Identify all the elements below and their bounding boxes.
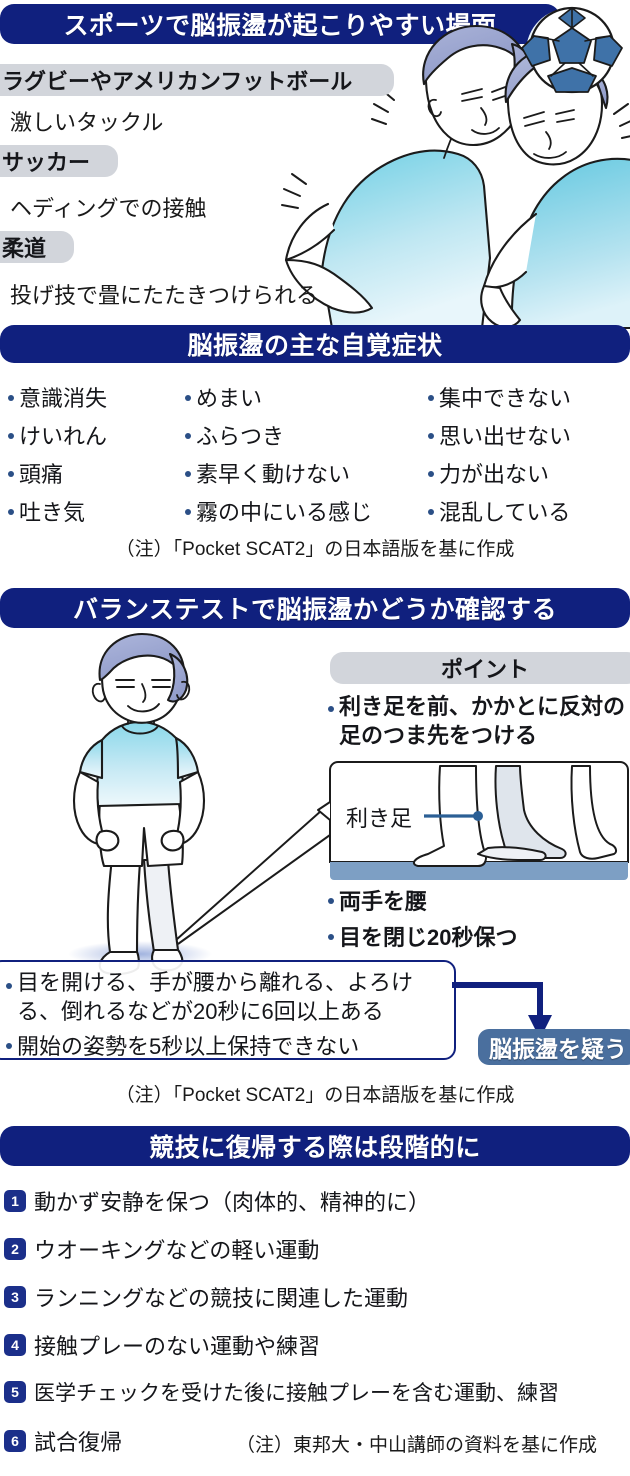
two-players-head-collision-illustration [276, 6, 630, 330]
sport-detail-soccer: ヘディングでの接触 [10, 196, 207, 221]
bullet-dot [8, 470, 14, 477]
bullet-dot [185, 470, 191, 477]
step-number-badge: 1 [4, 1190, 26, 1212]
symptom-label: けいれん [19, 424, 108, 449]
balance-point-label: 目を閉じ20秒保つ [339, 925, 518, 950]
section-4-header: 競技に復帰する際は段階的に [0, 1126, 630, 1166]
section-1-title: スポーツで脳振盪が起こりやすい場面 [63, 12, 497, 40]
result-badge-label: 脳振盪を疑う [489, 1036, 627, 1062]
symptom-item: 混乱している [428, 495, 570, 527]
return-step-2: 2 ウオーキングなどの軽い運動 [4, 1233, 319, 1265]
step-number-badge: 2 [4, 1238, 26, 1260]
symptom-label: めまい [196, 386, 263, 411]
balance-point-label: 両手を腰 [339, 889, 428, 914]
step-label: ランニングなどの競技に関連した運動 [34, 1286, 409, 1311]
balance-point-item: 両手を腰 [328, 884, 427, 916]
step-number-badge: 6 [4, 1430, 26, 1452]
step-number-badge: 3 [4, 1286, 26, 1308]
symptom-item: 力が出ない [428, 457, 549, 489]
balance-point-label: 利き足を前、かかとに反対の足のつま先をつける [339, 694, 626, 749]
bullet-dot [8, 394, 14, 401]
return-step-3: 3 ランニングなどの競技に関連した運動 [4, 1281, 408, 1313]
bullet-dot [428, 432, 434, 439]
step-label: ウオーキングなどの軽い運動 [34, 1238, 320, 1263]
symptom-label: 混乱している [439, 500, 571, 525]
sport-pill-judo: 柔道 [0, 231, 74, 263]
return-step-6: 6 試合復帰 [4, 1425, 122, 1457]
sport-pill-soccer-label: サッカー [2, 150, 91, 175]
step-label: 動かず安静を保つ（肉体的、精神的に） [34, 1190, 431, 1215]
person-hands-on-hips-illustration [40, 632, 270, 982]
points-pill-label: ポイント [440, 657, 529, 682]
inset-label-text: 利き足 [346, 806, 412, 831]
symptom-item: 集中できない [428, 381, 571, 413]
fail-criteria-label: 開始の姿勢を5秒以上保持できない [17, 1034, 360, 1059]
step-number-badge: 4 [4, 1334, 26, 1356]
symptom-item: 素早く動けない [185, 457, 350, 489]
return-step-4: 4 接触プレーのない運動や練習 [4, 1329, 320, 1361]
sport-detail-judo: 投げ技で畳にたたきつけられる [10, 283, 319, 308]
section-2-title: 脳振盪の主な自覚症状 [187, 332, 443, 360]
return-step-1: 1 動かず安静を保つ（肉体的、精神的に） [4, 1185, 430, 1217]
fail-criteria-item: 目を開ける、手が腰から離れる、よろける、倒れるなどが20秒に6回以上ある [6, 969, 446, 1026]
symptom-label: 意識消失 [19, 386, 108, 411]
symptom-item: 思い出せない [428, 419, 571, 451]
section-2-header: 脳振盪の主な自覚症状 [0, 325, 630, 363]
return-step-5: 5 医学チェックを受けた後に接触プレーを含む運動、練習 [4, 1377, 559, 1407]
step-label: 医学チェックを受けた後に接触プレーを含む運動、練習 [34, 1382, 559, 1405]
bullet-dot [428, 508, 434, 515]
bullet-dot [8, 508, 14, 515]
symptom-label: 力が出ない [439, 462, 550, 487]
step-label: 接触プレーのない運動や練習 [34, 1334, 321, 1359]
balance-point-item: 目を閉じ20秒保つ [328, 920, 517, 952]
symptom-item: めまい [185, 381, 262, 413]
section-2-source: （注）「Pocket SCAT2」の日本語版を基に作成 [115, 539, 515, 560]
symptom-item: ふらつき [185, 419, 284, 451]
symptom-label: 集中できない [439, 386, 572, 411]
section-3-source: （注）「Pocket SCAT2」の日本語版を基に作成 [115, 1085, 515, 1106]
section-1-header: スポーツで脳振盪が起こりやすい場面 [0, 4, 560, 44]
tandem-stance-feet-illustration: 利き足 [317, 758, 630, 880]
symptom-label: 吐き気 [19, 500, 86, 525]
bullet-dot [428, 394, 434, 401]
bullet-dot [185, 432, 191, 439]
section-4-source: （注）東邦大・中山講師の資料を基に作成 [236, 1435, 598, 1456]
symptom-label: 霧の中にいる感じ [196, 500, 373, 525]
sport-pill-judo-label: 柔道 [2, 236, 47, 261]
fail-criteria-item: 開始の姿勢を5秒以上保持できない [6, 1029, 359, 1061]
result-arrow-icon [452, 975, 572, 1043]
points-pill: ポイント [330, 652, 630, 684]
fail-criteria-callout [0, 960, 456, 1060]
fail-criteria-label: 目を開ける、手が腰から離れる、よろける、倒れるなどが20秒に6回以上ある [17, 970, 414, 1024]
sport-detail-rugby: 激しいタックル [10, 110, 164, 135]
sport-pill-rugby-label: ラグビーやアメリカンフットボール [2, 69, 353, 94]
symptom-item: けいれん [8, 419, 107, 451]
result-badge: 脳振盪を疑う [478, 1029, 630, 1065]
symptom-item: 吐き気 [8, 495, 85, 527]
symptom-label: 頭痛 [19, 462, 64, 487]
bullet-dot [328, 897, 334, 904]
bullet-dot [328, 933, 334, 940]
balance-point-item: 利き足を前、かかとに反対の足のつま先をつける [328, 692, 630, 750]
symptom-label: ふらつき [196, 424, 285, 449]
symptom-label: 素早く動けない [196, 462, 351, 487]
step-number-badge: 5 [4, 1381, 26, 1403]
section-3-header: バランステストで脳振盪かどうか確認する [0, 588, 630, 628]
section-3-title: バランステストで脳振盪かどうか確認する [72, 596, 557, 624]
section-4-title: 競技に復帰する際は段階的に [149, 1134, 481, 1162]
bullet-dot [6, 982, 12, 989]
sport-pill-soccer: サッカー [0, 145, 118, 177]
step-label: 試合復帰 [34, 1430, 123, 1455]
symptom-item: 頭痛 [8, 457, 63, 489]
bullet-dot [6, 1042, 12, 1049]
symptom-item: 霧の中にいる感じ [185, 495, 372, 527]
symptom-item: 意識消失 [8, 381, 107, 413]
bullet-dot [328, 705, 334, 712]
bullet-dot [428, 470, 434, 477]
bullet-dot [8, 432, 14, 439]
symptom-label: 思い出せない [439, 424, 572, 449]
bullet-dot [185, 394, 191, 401]
sport-pill-rugby: ラグビーやアメリカンフットボール [0, 64, 394, 96]
bullet-dot [185, 508, 191, 515]
